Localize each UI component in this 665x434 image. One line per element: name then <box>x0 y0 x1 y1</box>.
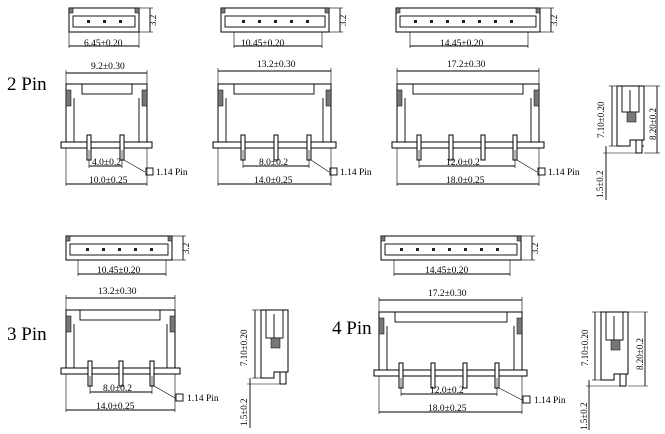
top-height-2pin-c: 3.2 <box>549 15 559 26</box>
top-height-4pin: 3.2 <box>530 243 540 254</box>
top-view-2pin-a <box>68 7 153 48</box>
pitch-2pin-b: 8.0±0.2 <box>259 158 288 168</box>
side-height-b-2pin: 8.20±0.2 <box>648 108 658 140</box>
front-view-3pin <box>60 295 184 412</box>
front-view-2pin-b <box>212 68 338 186</box>
side-view-4pin <box>586 311 648 430</box>
pitch-2pin-c: 12.0±0.2 <box>446 158 480 168</box>
body-width-4pin: 17.2±0.30 <box>428 289 467 299</box>
side-height-a-3pin: 7.10±0.20 <box>239 329 249 366</box>
overall-2pin-a: 10.0±0.25 <box>89 176 128 186</box>
front-view-2pin-a <box>60 70 154 186</box>
top-height-2pin-a: 3.2 <box>148 15 158 26</box>
pitch-3pin: 8.0±0.2 <box>103 384 132 394</box>
pitch-2pin-a: 4.0±0.2 <box>92 158 121 168</box>
top-width-2pin-c: 14.45±0.20 <box>440 39 483 49</box>
top-width-2pin-b: 10.45±0.20 <box>241 39 284 49</box>
overall-4pin: 18.0±0.25 <box>428 404 467 414</box>
top-view-2pin-b <box>220 7 343 48</box>
side-tail-2pin: 1.5±0.2 <box>595 171 605 198</box>
front-view-4pin <box>373 297 531 414</box>
side-tail-4pin: 1.5±0.2 <box>579 403 589 430</box>
body-width-3pin: 13.2±0.30 <box>98 287 137 297</box>
pin-note-4pin: 1.14 Pin <box>534 396 566 406</box>
front-view-2pin-c <box>391 68 546 186</box>
pin-note-2pin-b: 1.14 Pin <box>340 168 372 178</box>
side-height-a-4pin: 7.10±0.20 <box>580 329 590 366</box>
top-view-2pin-c <box>395 7 554 48</box>
overall-2pin-c: 18.0±0.25 <box>446 176 485 186</box>
body-width-2pin-c: 17.2±0.30 <box>447 60 486 70</box>
side-view-3pin <box>247 309 289 428</box>
body-width-2pin-a: 9.2±0.30 <box>91 62 125 72</box>
top-width-4pin: 14.45±0.20 <box>425 266 468 276</box>
pin-note-2pin-c: 1.14 Pin <box>548 168 580 178</box>
top-width-2pin-a: 6.45±0.20 <box>84 39 123 49</box>
body-width-2pin-b: 13.2±0.30 <box>257 60 296 70</box>
overall-3pin: 14.0±0.25 <box>96 402 135 412</box>
side-view-2pin <box>603 85 660 200</box>
pin-note-3pin: 1.14 Pin <box>187 394 219 404</box>
overall-2pin-b: 14.0±0.25 <box>254 176 293 186</box>
side-height-a-2pin: 7.10±0.20 <box>596 101 606 138</box>
side-tail-3pin: 1.5±0.2 <box>239 399 249 426</box>
pin-note-2pin-a: 1.14 Pin <box>156 168 188 178</box>
label-2-pin: 2 Pin <box>7 74 47 95</box>
label-3-pin: 3 Pin <box>7 324 47 345</box>
top-height-2pin-b: 3.2 <box>338 15 348 26</box>
top-view-4pin <box>380 235 535 276</box>
top-height-3pin: 3.2 <box>181 243 191 254</box>
pitch-4pin: 12.0±0.2 <box>430 386 464 396</box>
side-height-b-4pin: 8.20±0.2 <box>635 338 645 370</box>
top-width-3pin: 10.45±0.20 <box>97 266 140 276</box>
top-view-3pin <box>65 235 186 276</box>
label-4-pin: 4 Pin <box>332 318 372 339</box>
